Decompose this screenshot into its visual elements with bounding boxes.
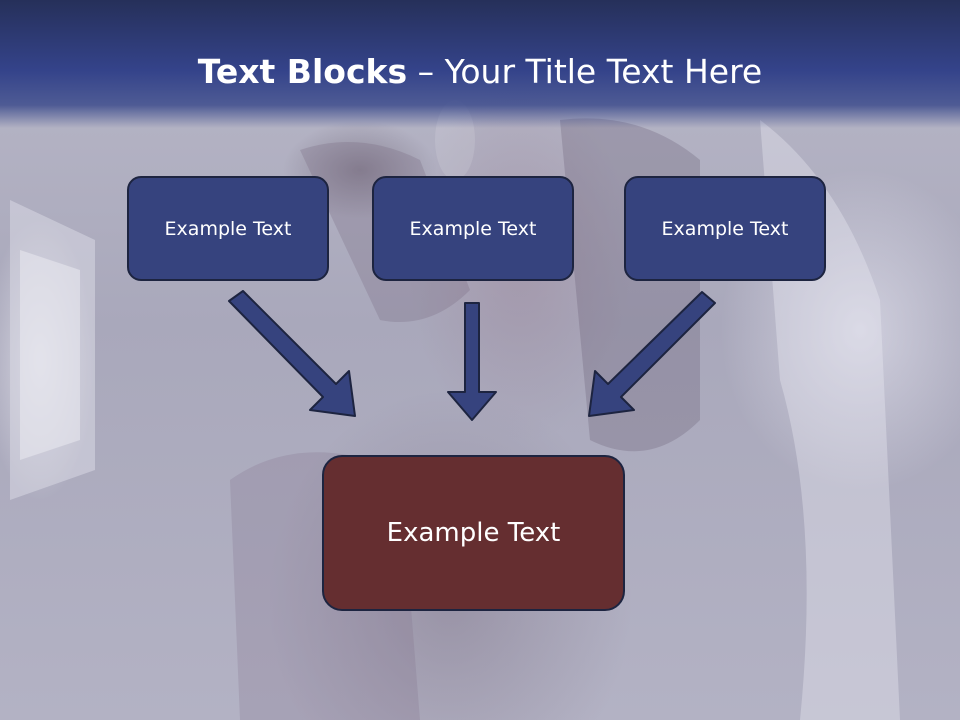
text-block-left[interactable]: Example Text xyxy=(127,176,329,281)
text-block-right-label: Example Text xyxy=(661,217,789,240)
text-block-main-label: Example Text xyxy=(386,518,561,548)
title-bar xyxy=(0,0,960,128)
arrow-left-icon[interactable] xyxy=(228,290,356,417)
text-block-left-label: Example Text xyxy=(164,217,292,240)
text-block-main[interactable]: Example Text xyxy=(322,455,625,611)
text-block-center[interactable]: Example Text xyxy=(372,176,574,281)
arrow-center-icon[interactable] xyxy=(447,302,497,421)
slide-title: Text Blocks – Your Title Text Here xyxy=(0,52,960,91)
arrow-right-icon[interactable] xyxy=(588,291,716,417)
text-block-right[interactable]: Example Text xyxy=(624,176,826,281)
title-bold-part: Text Blocks xyxy=(197,52,408,91)
title-rest: Your Title Text Here xyxy=(444,52,763,91)
title-dash: – xyxy=(407,52,445,91)
text-block-center-label: Example Text xyxy=(409,217,537,240)
